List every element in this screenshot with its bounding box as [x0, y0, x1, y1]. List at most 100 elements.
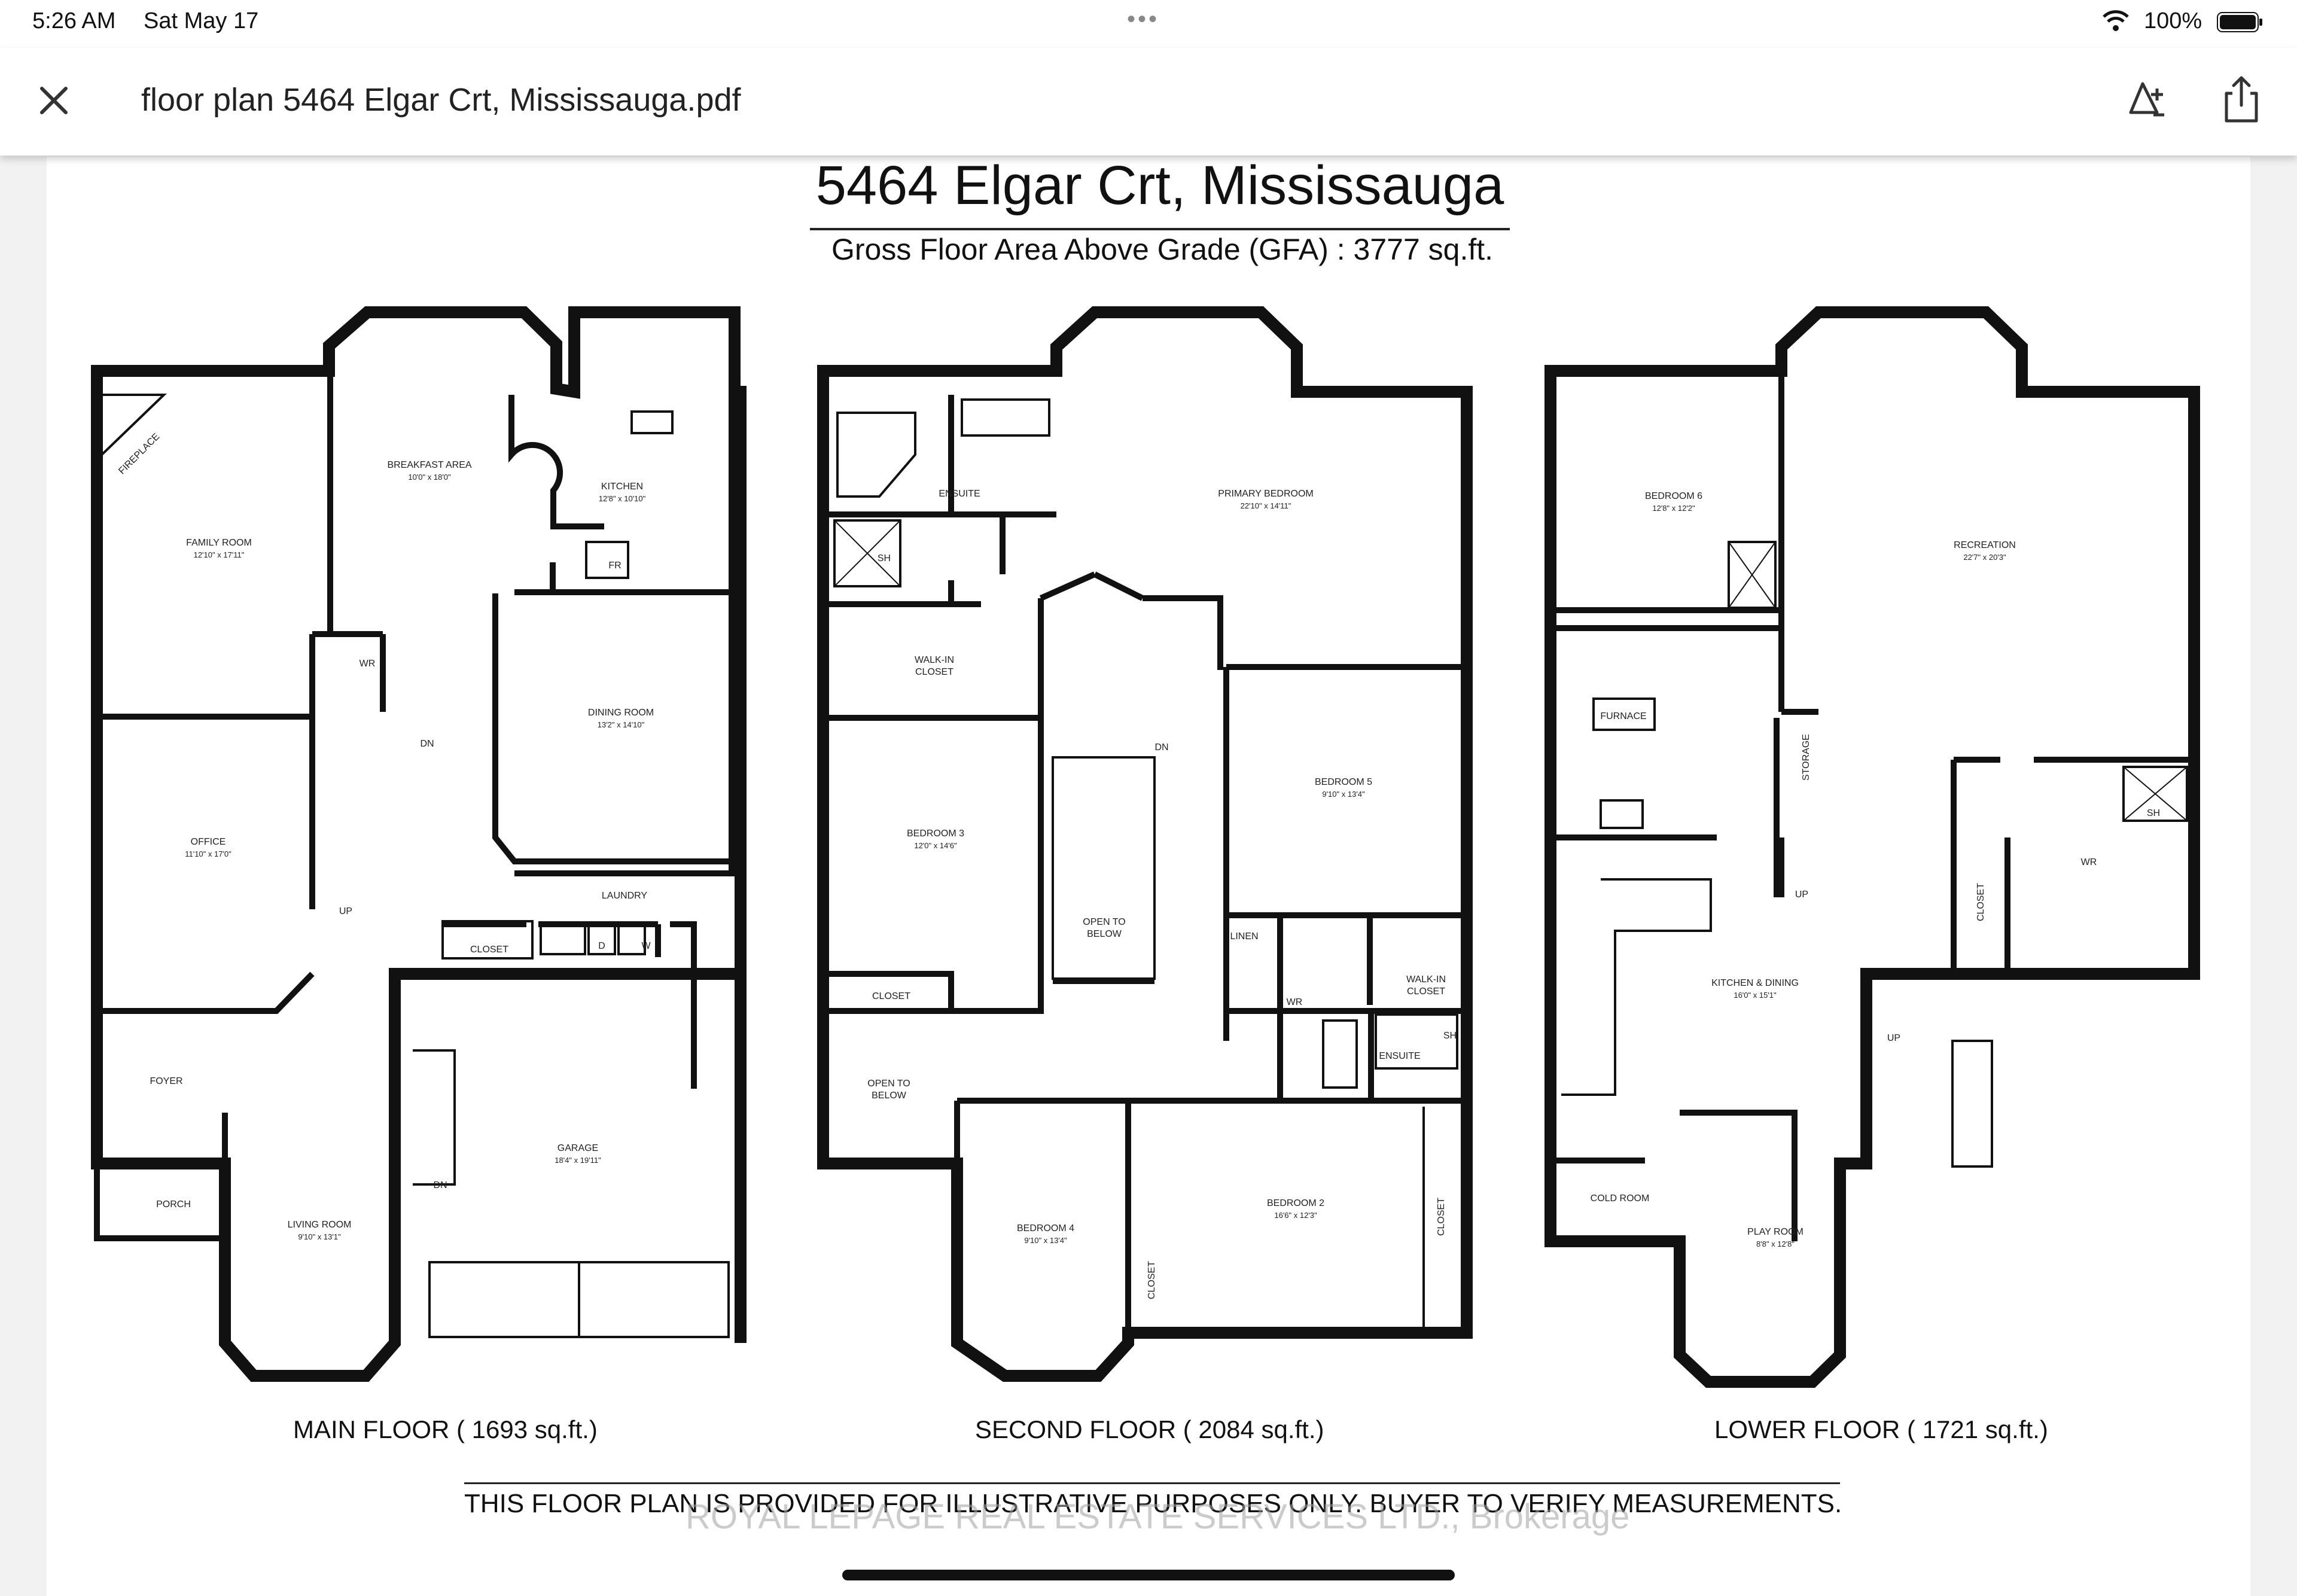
markup-icon[interactable]	[2125, 79, 2169, 123]
stairs-up-label: UP	[1795, 890, 1808, 900]
primary-bedroom-dim: 22'10" x 14'11"	[1241, 501, 1291, 510]
second-floor-outline	[817, 306, 1473, 1382]
open-to-below-label-1: OPEN TO	[1083, 917, 1125, 927]
walkin-closet-label-2: CLOSET	[915, 667, 953, 677]
dryer-label: D	[598, 941, 605, 951]
family-room-dim: 12'10" x 17'11"	[194, 550, 245, 559]
laundry-label: LAUNDRY	[602, 891, 648, 901]
gross-floor-area: Gross Floor Area Above Grade (GFA) : 377…	[831, 233, 1494, 266]
home-indicator[interactable]	[842, 1570, 1455, 1580]
lower-floor-interior	[1556, 371, 2194, 1241]
open-to-below-2-label-1: OPEN TO	[867, 1079, 910, 1089]
bedroom-4-dim: 9'10" x 13'4"	[1024, 1236, 1067, 1245]
garage-stairs-dn-label: DN	[433, 1180, 447, 1190]
bedroom-5-dim: 9'10" x 13'4"	[1322, 790, 1365, 799]
closet-label: CLOSET	[470, 945, 508, 955]
dining-room-label: DINING ROOM	[588, 708, 654, 718]
main-floor-outer	[97, 365, 741, 873]
walkin-closet-2-label-1: WALK-IN	[1406, 974, 1446, 985]
ensuite-2-label: ENSUITE	[1379, 1051, 1420, 1061]
main-floor-labels: FIREPLACE BREAKFAST AREA 10'0" x 18'0" K…	[117, 431, 654, 1241]
bedroom-3-dim: 12'0" x 14'6"	[914, 841, 957, 850]
family-room-label: FAMILY ROOM	[186, 538, 252, 548]
disclaimer: THIS FLOOR PLAN IS PROVIDED FOR ILLUSTRA…	[464, 1482, 1842, 1519]
living-room-label: LIVING ROOM	[288, 1220, 352, 1230]
ensuite-label: ENSUITE	[939, 489, 980, 499]
primary-bedroom-label: PRIMARY BEDROOM	[1218, 489, 1313, 499]
bedroom-2-closet-label: CLOSET	[1436, 1198, 1446, 1236]
wr-label: WR	[2081, 857, 2097, 867]
stairs-up-2-label: UP	[1887, 1033, 1900, 1043]
fireplace-label: FIREPLACE	[117, 431, 162, 476]
bedroom-3-closet-label: CLOSET	[872, 991, 910, 1001]
kitchen-dim: 12'8" x 10'10"	[599, 494, 646, 503]
battery-percent: 100%	[2144, 8, 2202, 33]
second-floor-label: SECOND FLOOR ( 2084 sq.ft.)	[975, 1415, 1324, 1443]
porch-label: PORCH	[156, 1199, 191, 1210]
wifi-icon	[2103, 10, 2129, 31]
main-floor-interior	[94, 371, 735, 1338]
play-room-dim: 8'8" x 12'8"	[1756, 1239, 1795, 1248]
pdf-viewer-toolbar: floor plan 5464 Elgar Crt, Mississauga.p…	[0, 48, 2297, 156]
bedroom-4-closet-label: CLOSET	[1147, 1261, 1157, 1299]
second-floor-plan	[817, 306, 1473, 1382]
dining-room-dim: 13'2" x 14'10"	[598, 720, 645, 729]
close-icon[interactable]	[37, 84, 71, 117]
shower-label: SH	[878, 553, 891, 564]
main-floor-plan	[91, 306, 747, 1382]
kitchen-dining-label: KITCHEN & DINING	[1711, 978, 1799, 988]
open-to-below-2-label-2: BELOW	[872, 1091, 907, 1101]
recreation-dim: 22'7" x 20'3"	[1963, 553, 2006, 562]
bedroom-6-label: BEDROOM 6	[1645, 491, 1702, 501]
share-icon[interactable]	[2219, 74, 2264, 124]
garage-dim: 18'4" x 19'11"	[555, 1156, 601, 1165]
foyer-label: FOYER	[150, 1076, 182, 1086]
shower-label: SH	[2147, 808, 2160, 818]
walkin-closet-label-1: WALK-IN	[915, 655, 954, 665]
multitasking-dots[interactable]: •••	[1127, 6, 1160, 32]
main-floor-label: MAIN FLOOR ( 1693 sq.ft.)	[293, 1415, 598, 1443]
play-room-label: PLAY ROOM	[1747, 1227, 1804, 1237]
plan-title: 5464 Elgar Crt, Mississauga	[810, 154, 1510, 230]
linen-label: LINEN	[1230, 931, 1258, 942]
living-room-dim: 9'10" x 13'1"	[298, 1232, 341, 1241]
brokerage-watermark: ROYAL LEPAGE REAL ESTATE SERVICES LTD., …	[686, 1497, 1630, 1536]
lower-floor-plan	[1544, 306, 2200, 1388]
furnace-label: FURNACE	[1600, 711, 1646, 721]
status-time: 5:26 AM	[32, 8, 116, 33]
document-title: floor plan 5464 Elgar Crt, Mississauga.p…	[141, 82, 741, 118]
second-floor-labels: ENSUITE SH PRIMARY BEDROOM 22'10" x 14'1…	[867, 489, 1457, 1299]
storage-label: STORAGE	[1801, 734, 1811, 781]
lower-floor-labels: BEDROOM 6 12'8" x 12'2" RECREATION 22'7"…	[1591, 491, 2160, 1248]
kitchen-dining-dim: 16'0" x 15'1"	[1734, 991, 1777, 1000]
open-to-below-label-2: BELOW	[1087, 929, 1122, 939]
closet-label: CLOSET	[1976, 883, 1986, 921]
office-dim: 11'10" x 17'0"	[185, 849, 231, 858]
status-bar: 5:26 AM Sat May 17 ••• 100%	[0, 0, 2297, 48]
cold-room-label: COLD ROOM	[1591, 1193, 1650, 1204]
breakfast-area-dim: 10'0" x 18'0"	[408, 473, 451, 482]
bedroom-2-label: BEDROOM 2	[1267, 1198, 1324, 1208]
pdf-page[interactable]	[47, 157, 2250, 1596]
battery-icon	[2217, 12, 2262, 32]
recreation-label: RECREATION	[1954, 540, 2016, 550]
bedroom-2-dim: 16'6" x 12'3"	[1274, 1211, 1317, 1220]
garage-label: GARAGE	[558, 1143, 598, 1153]
bedroom-3-label: BEDROOM 3	[907, 829, 964, 839]
status-date: Sat May 17	[144, 8, 259, 33]
lower-floor-label: LOWER FLOOR ( 1721 sq.ft.)	[1714, 1415, 2048, 1443]
washer-label: W	[641, 941, 651, 951]
kitchen-label: KITCHEN	[601, 482, 643, 492]
shower-2-label: SH	[1443, 1031, 1457, 1041]
breakfast-area-label: BREAKFAST AREA	[387, 460, 471, 470]
bedroom-6-dim: 12'8" x 12'2"	[1652, 504, 1695, 513]
bedroom-5-label: BEDROOM 5	[1315, 777, 1372, 787]
lower-floor-outline	[1544, 306, 2200, 1388]
stairs-up-label: UP	[339, 906, 352, 916]
second-floor-interior	[829, 395, 1467, 1333]
stairs-dn-label: DN	[1154, 742, 1168, 753]
bedroom-4-label: BEDROOM 4	[1017, 1223, 1074, 1233]
stairs-dn-label: DN	[420, 739, 434, 749]
office-label: OFFICE	[191, 837, 226, 847]
